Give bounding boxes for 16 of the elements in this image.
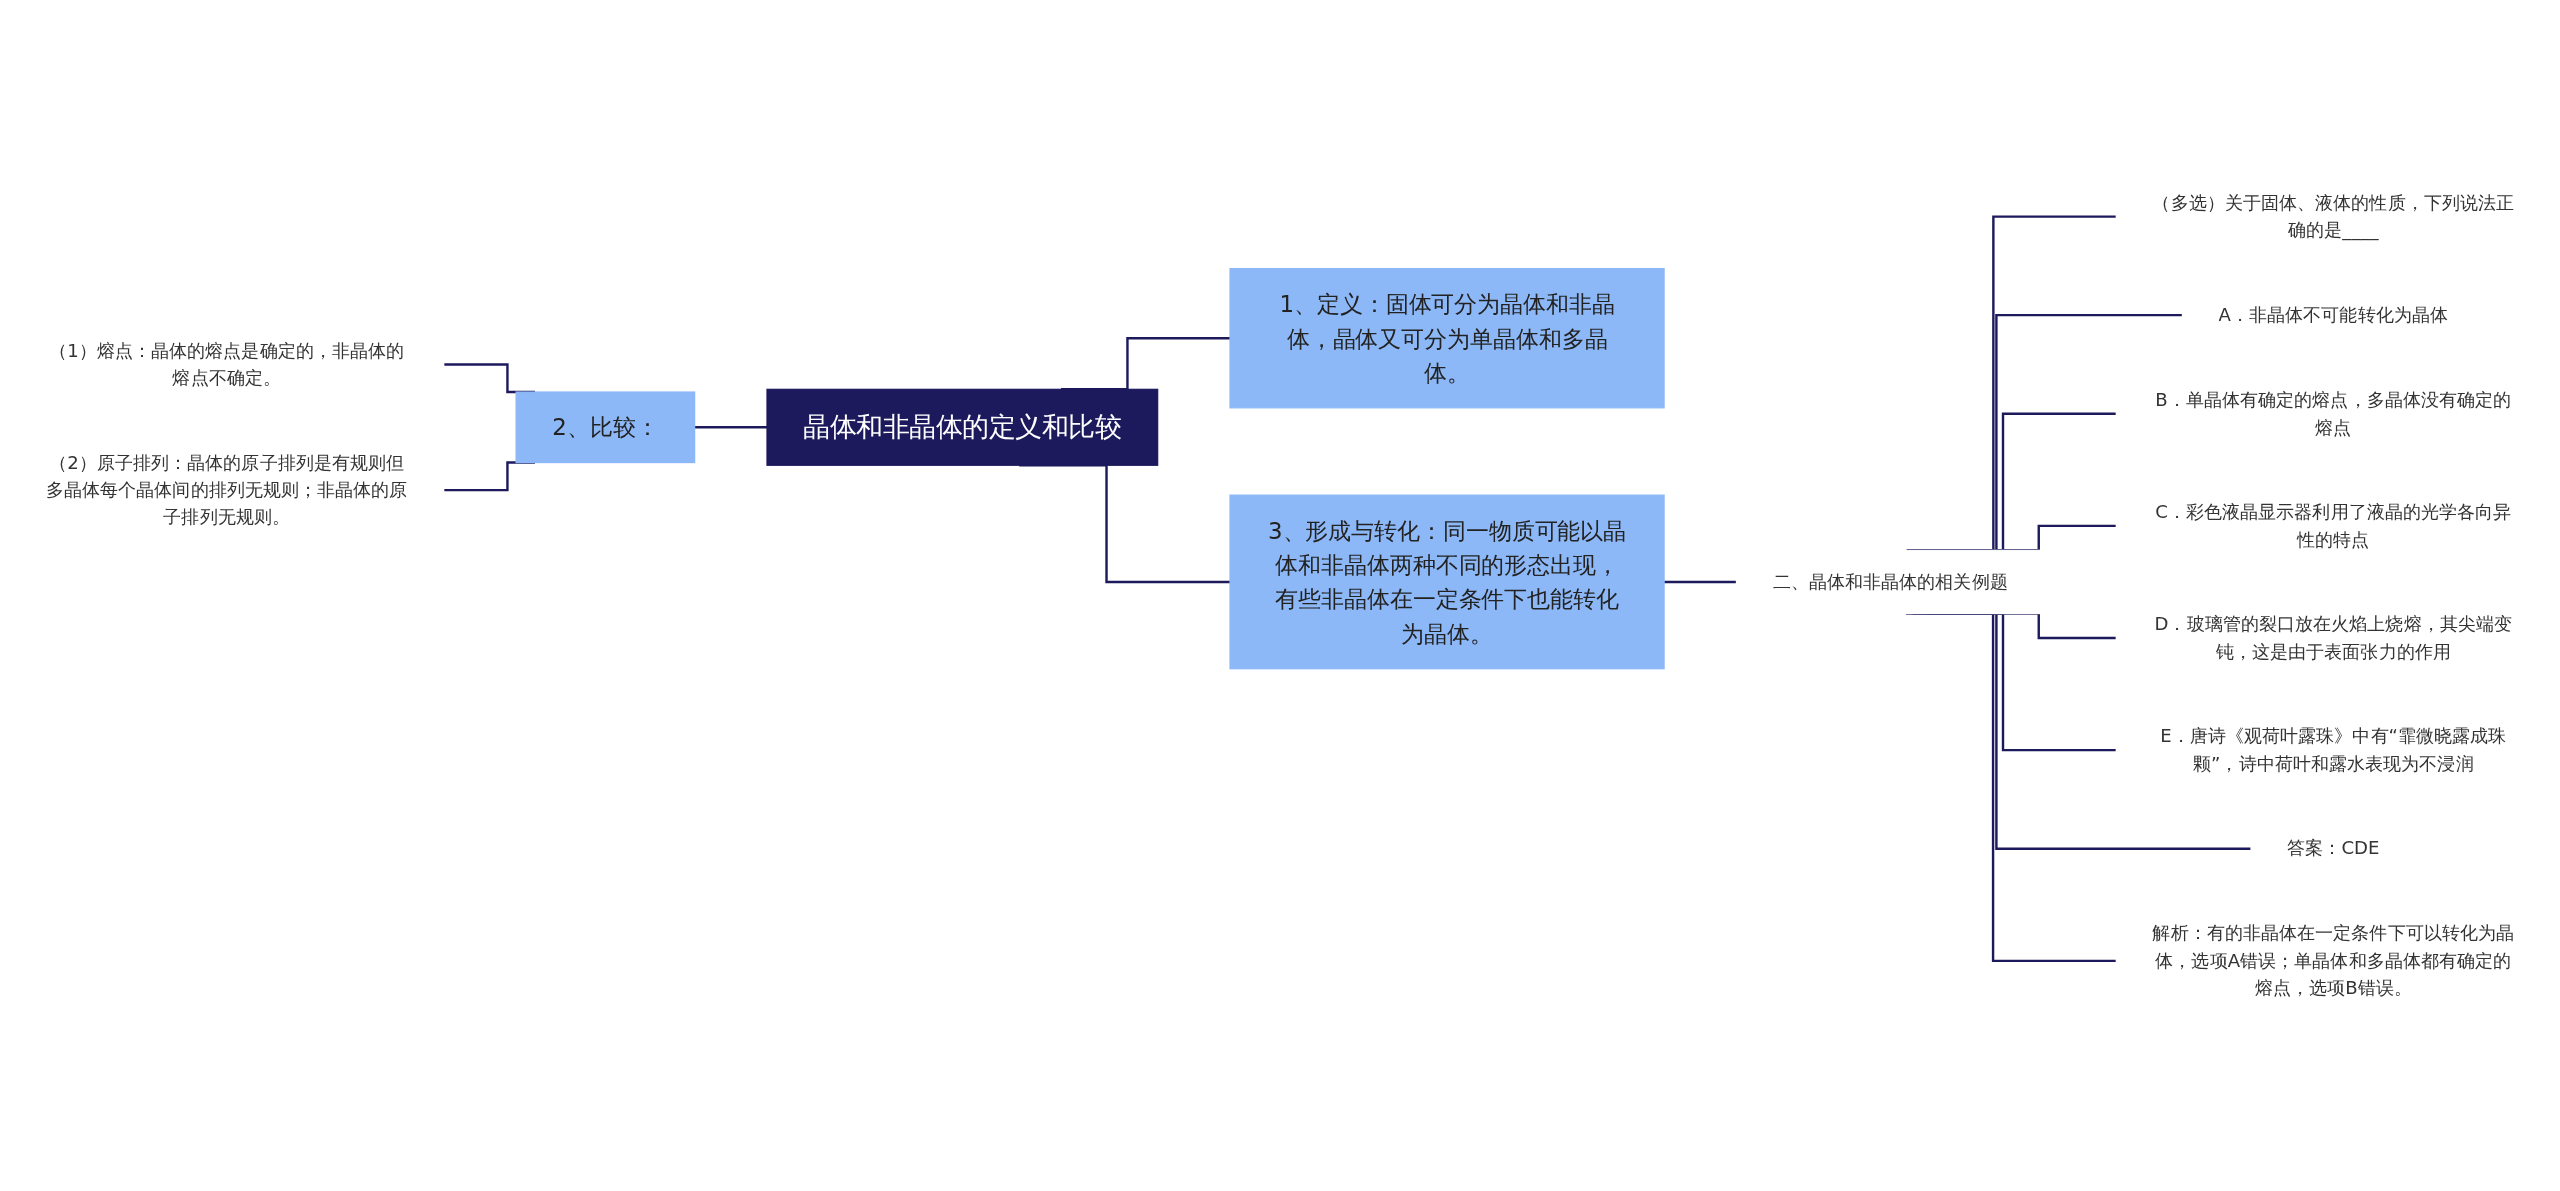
node-text: （多选）关于固体、液体的性质，下列说法正确的是____ xyxy=(2152,191,2515,241)
node-box: 3、形成与转化：同一物质可能以晶体和非晶体两种不同的形态出现，有些非晶体在一定条件下也能转化为晶体。 xyxy=(1229,494,1665,670)
node-box: 晶体和非晶体的定义和比较 xyxy=(766,388,1159,466)
node-text: E．唐诗《观荷叶露珠》中有“霏微晓露成珠颗”，诗中荷叶和露水表现为不浸润 xyxy=(2160,725,2507,775)
node-text: 答案：CDE xyxy=(2287,837,2380,860)
node-text: （1）熔点：晶体的熔点是确定的，非晶体的熔点不确定。 xyxy=(49,339,405,389)
node-text: D．玻璃管的裂口放在火焰上烧熔，其尖端变钝，这是由于表面张力的作用 xyxy=(2154,613,2513,663)
node-box: 2、比较： xyxy=(515,391,696,464)
connector xyxy=(1664,580,1737,584)
node-box: 1、定义：固体可分为晶体和非晶体，晶体又可分为单晶体和多晶体。 xyxy=(1229,267,1665,409)
node-text: B．单晶体有确定的熔点，多晶体没有确定的熔点 xyxy=(2155,389,2512,438)
node-text: A．非晶体不可能转化为晶体 xyxy=(2218,304,2449,326)
node-text: C．彩色液晶显示器利用了液晶的光学各向异性的特点 xyxy=(2155,501,2512,550)
connector xyxy=(694,426,767,429)
node-text: 解析：有的非晶体在一定条件下可以转化为晶体，选项A错误；单晶体和多晶体都有确定的熔点，选项B错误。 xyxy=(2152,922,2515,999)
node-text: （2）原子排列：晶体的原子排列是有规则但多晶体每个晶体间的排列无规则；非晶体的原子排列无规则。 xyxy=(45,451,408,528)
